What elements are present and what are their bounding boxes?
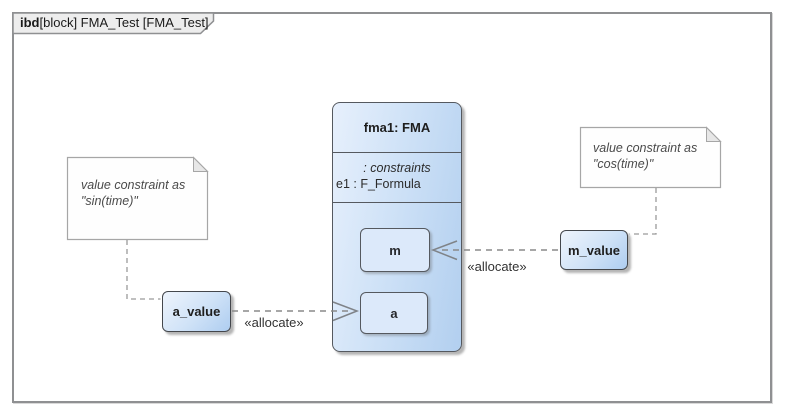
block-fma1-title: fma1: FMA <box>363 120 431 135</box>
part-m[interactable]: m <box>360 228 430 272</box>
a-value-label: a_value <box>172 304 221 319</box>
block-m-value[interactable]: m_value <box>560 230 628 270</box>
notelink-cos-to-m-value[interactable] <box>629 188 657 235</box>
frame-label-tab <box>12 12 215 35</box>
note-cos-text: value constraint as "cos(time)" <box>593 140 713 172</box>
note-sin-text: value constraint as "sin(time)" <box>81 177 199 209</box>
note-cos-shape[interactable] <box>579 126 722 189</box>
block-fma1-constraints-compartment: : constraints e1 : F_Formula <box>333 153 461 203</box>
block-a-value[interactable]: a_value <box>162 291 231 332</box>
part-m-label: m <box>389 242 401 258</box>
open-arrowhead-m-icon <box>430 240 458 261</box>
notelink-sin-to-a-value[interactable] <box>126 240 161 300</box>
note-sin-shape[interactable] <box>66 156 209 241</box>
open-arrowhead-a-icon <box>332 301 360 322</box>
constraint-property-e1: e1 : F_Formula <box>336 177 421 191</box>
note-sin-fold-icon <box>193 156 209 172</box>
frame-label-name: [block] FMA_Test [FMA_Test] <box>39 15 209 30</box>
block-fma1-title-compartment: fma1: FMA <box>333 103 461 153</box>
part-a[interactable]: a <box>360 292 428 334</box>
note-sin-line1: value constraint as <box>81 178 186 192</box>
note-cos-line2: "cos(time)" <box>593 157 654 171</box>
frame-label: ibd[block] FMA_Test [FMA_Test] <box>20 15 209 33</box>
frame-label-keyword: ibd <box>20 15 40 30</box>
m-value-label: m_value <box>567 242 621 258</box>
note-cos-fold-icon <box>706 126 722 142</box>
allocate-label-m[interactable]: «allocate» <box>467 259 527 274</box>
allocate-label-a[interactable]: «allocate» <box>244 315 304 330</box>
constraints-compartment-label: : constraints <box>363 161 431 175</box>
part-a-label: a <box>390 305 398 321</box>
note-cos-line1: value constraint as <box>593 141 698 155</box>
note-sin-line2: "sin(time)" <box>81 194 138 208</box>
